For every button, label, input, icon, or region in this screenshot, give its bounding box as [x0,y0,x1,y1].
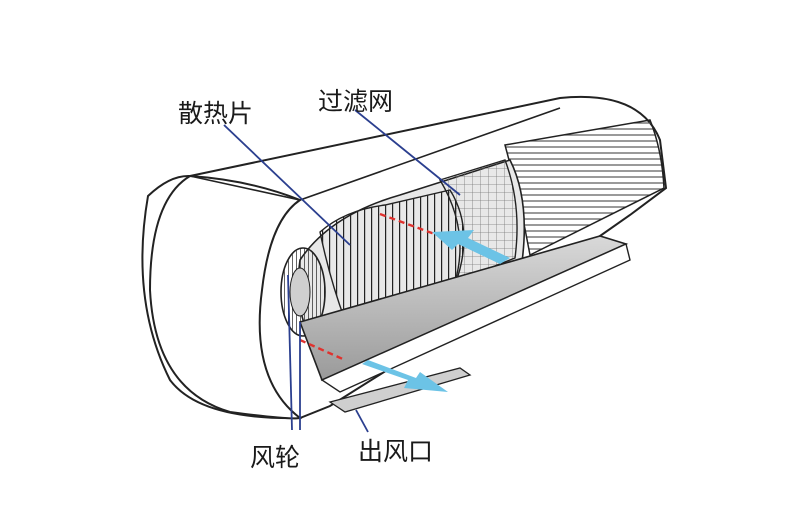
outflow-arrow-icon [362,360,448,392]
airflow-path-lines [299,212,441,362]
leader-lines [223,109,461,433]
intake-arrow-icon [432,230,510,264]
label-filter: 过滤网 [318,87,393,116]
label-fan: 风轮 [250,443,300,472]
label-outlet: 出风口 [358,437,433,466]
airflow-arrows [362,230,510,392]
cutaway-interior [280,159,526,351]
louver-panel [298,235,631,413]
label-heatsink: 散热片 [178,99,253,128]
